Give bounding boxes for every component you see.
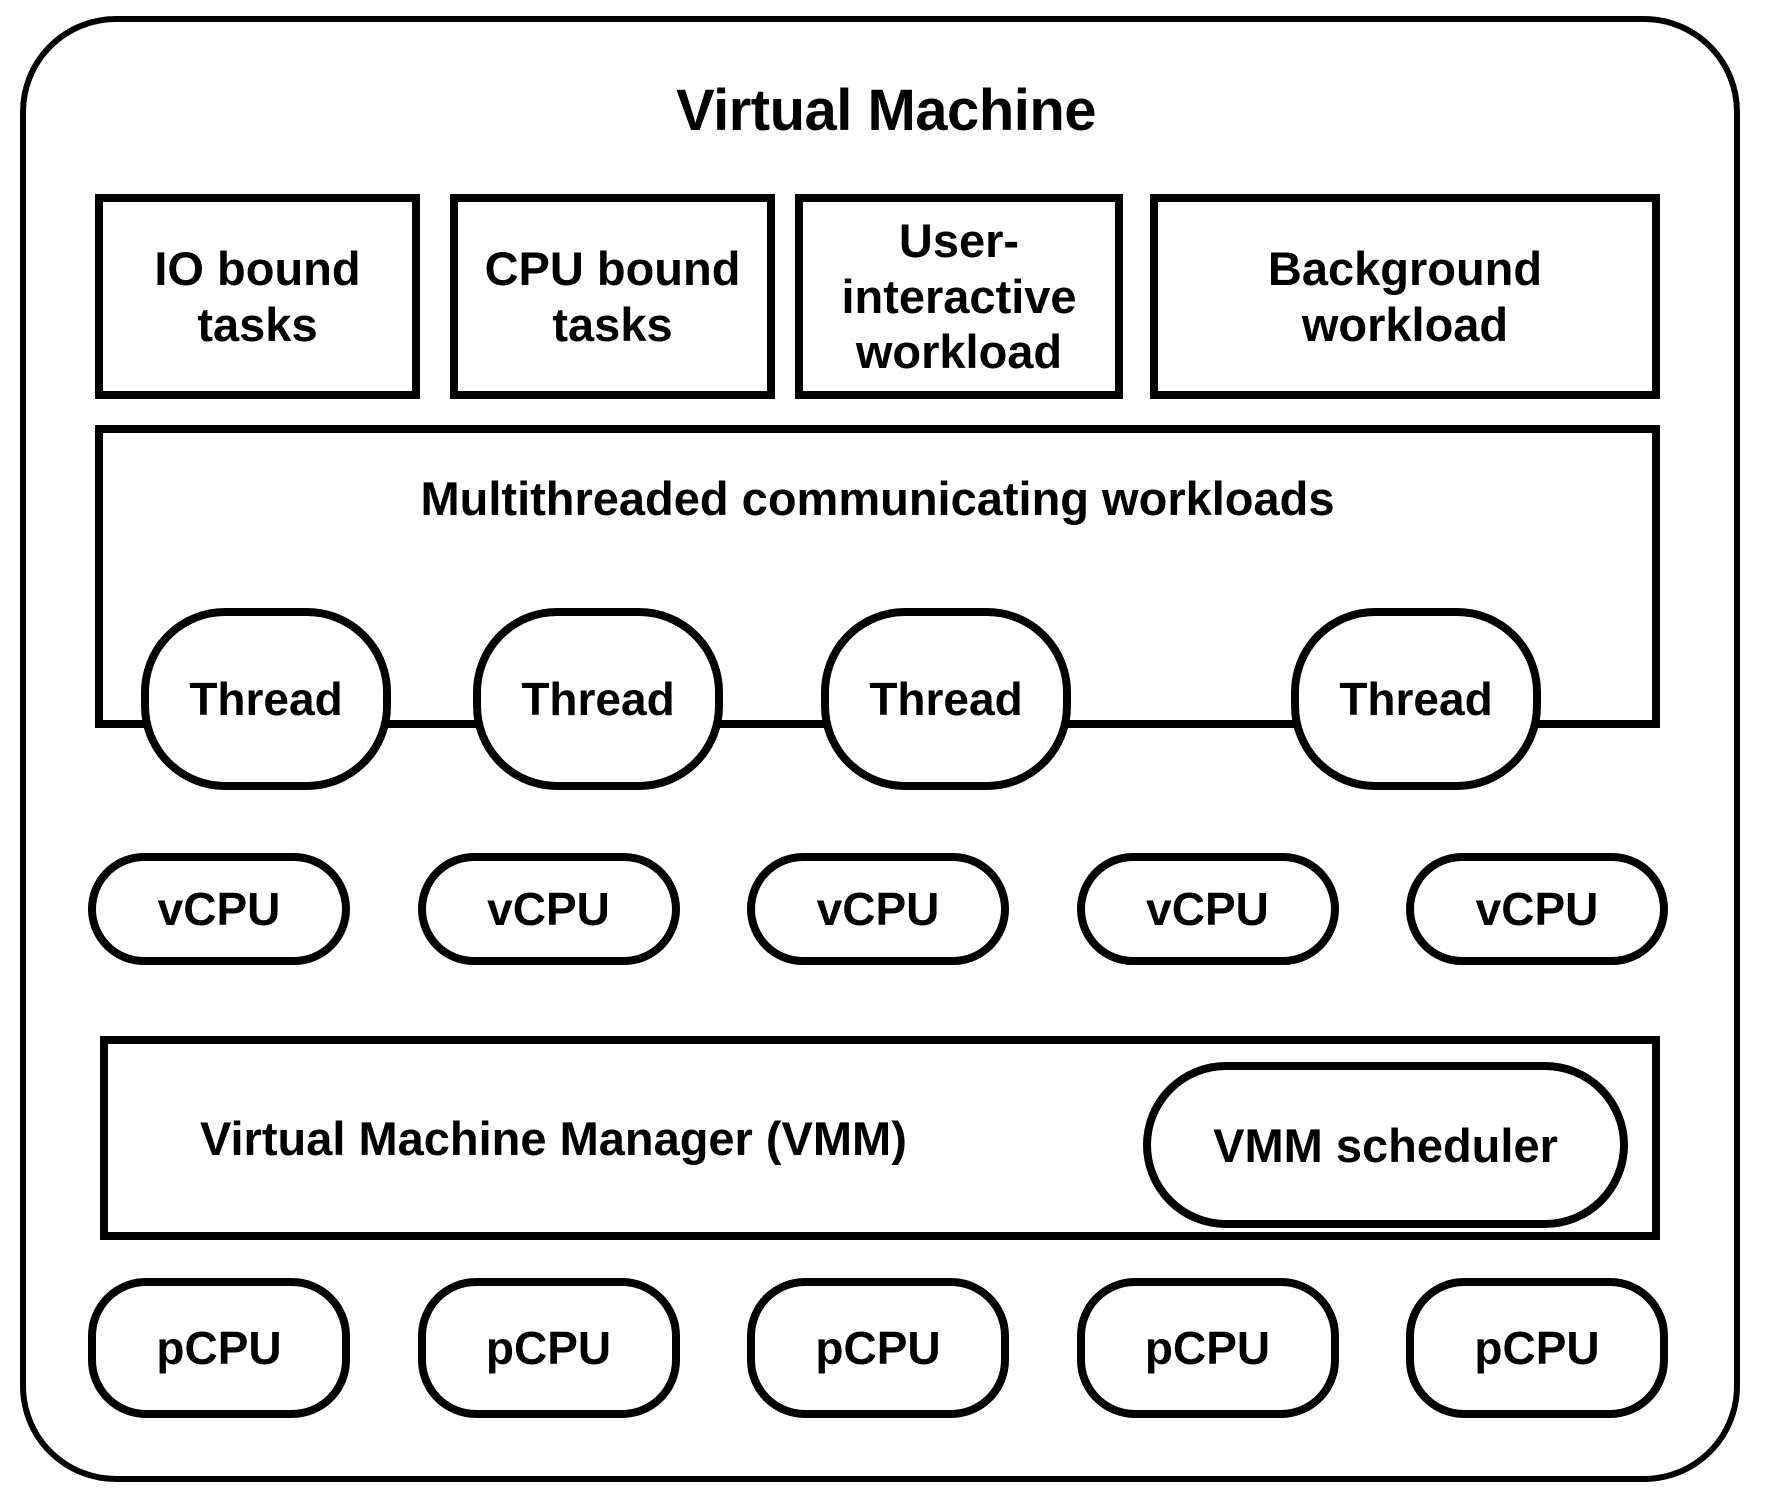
pcpu-pill-5: pCPU bbox=[1406, 1278, 1668, 1418]
multithreaded-workloads-title: Multithreaded communicating workloads bbox=[420, 472, 1335, 525]
thread-pill-4: Thread bbox=[1291, 608, 1541, 790]
pcpu-pill-4: pCPU bbox=[1076, 1278, 1339, 1418]
vmm-scheduler-pill: VMM scheduler bbox=[1143, 1062, 1628, 1228]
vcpu-pill-1: vCPU bbox=[88, 853, 350, 965]
vcpu-pill-3: vCPU bbox=[747, 853, 1009, 965]
vcpu-pill-4: vCPU bbox=[1076, 853, 1339, 965]
pcpu-pill-2: pCPU bbox=[417, 1278, 680, 1418]
thread-pill-2: Thread bbox=[473, 608, 723, 790]
vcpu-row: vCPU vCPU vCPU vCPU vCPU bbox=[88, 853, 1668, 965]
thread-pill-3: Thread bbox=[821, 608, 1071, 790]
vcpu-pill-2: vCPU bbox=[417, 853, 680, 965]
pcpu-pill-1: pCPU bbox=[88, 1278, 350, 1418]
virtual-machine-title: Virtual Machine bbox=[675, 78, 1097, 143]
pcpu-row: pCPU pCPU pCPU pCPU pCPU bbox=[88, 1278, 1668, 1418]
vcpu-pill-5: vCPU bbox=[1406, 853, 1668, 965]
vmm-label: Virtual Machine Manager (VMM) bbox=[200, 1111, 907, 1165]
multithreaded-workloads-box: Multithreaded communicating workloads Th… bbox=[95, 425, 1660, 790]
pcpu-pill-3: pCPU bbox=[747, 1278, 1009, 1418]
vmm-box: Virtual Machine Manager (VMM) VMM schedu… bbox=[100, 1036, 1660, 1240]
thread-pill-1: Thread bbox=[141, 608, 391, 790]
